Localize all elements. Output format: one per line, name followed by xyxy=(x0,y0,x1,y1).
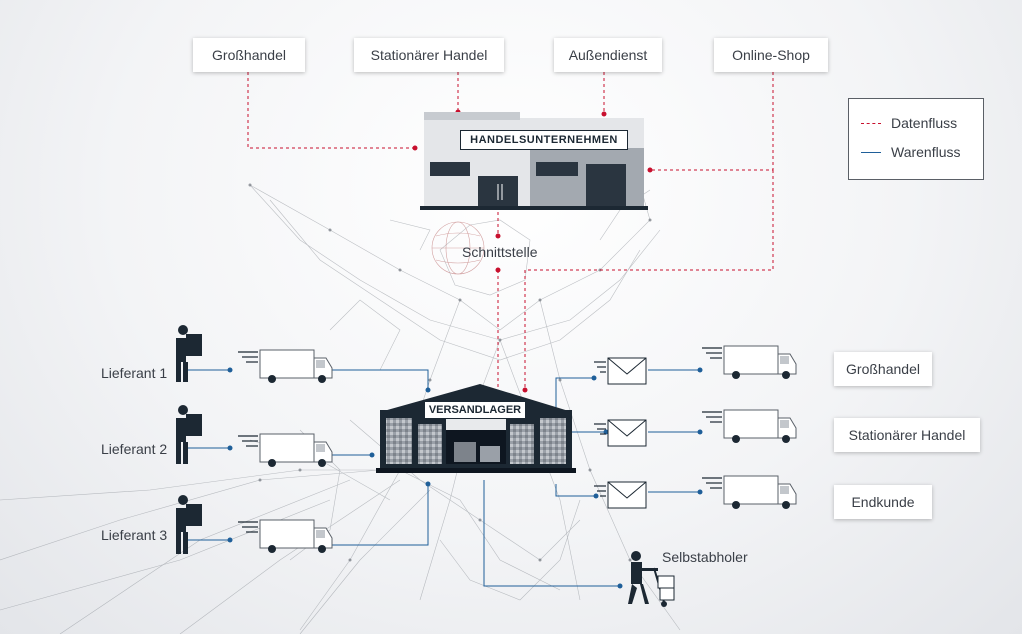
top-box-stationaerer-handel: Stationärer Handel xyxy=(354,38,504,72)
legend-label-data-flow: Datenfluss xyxy=(891,115,958,131)
supplier-person-icon xyxy=(176,405,202,464)
legend-label-goods-flow: Warenfluss xyxy=(891,144,961,160)
customer-van-icon xyxy=(702,345,797,379)
supplier-label: Lieferant 1 xyxy=(101,365,168,381)
interface-globe-icon xyxy=(431,221,485,275)
warehouse-building-icon xyxy=(376,384,576,473)
customer-van-icon xyxy=(702,475,797,509)
customer-box-stationaerer-handel: Stationärer Handel xyxy=(834,418,980,452)
goods-flow-lines xyxy=(185,369,700,587)
company-building-icon xyxy=(420,112,648,210)
envelope-icon xyxy=(594,419,647,447)
supplier-van-icon xyxy=(238,519,333,553)
warehouse-label: VERSANDLAGER xyxy=(424,401,526,419)
legend-swatch-goods-flow xyxy=(861,151,881,153)
pickup-person-icon xyxy=(628,551,675,607)
pickup-label: Selbstabholer xyxy=(662,549,748,565)
goods-flow-dots xyxy=(227,367,703,589)
supplier-label: Lieferant 3 xyxy=(101,527,168,543)
legend: Datenfluss Warenfluss xyxy=(848,98,984,180)
top-box-aussendienst: Außendienst xyxy=(554,38,662,72)
customer-van-icon xyxy=(702,409,797,443)
legend-item-goods-flow: Warenfluss xyxy=(861,144,961,160)
supplier-person-icon xyxy=(176,495,202,554)
supplier-van-icon xyxy=(238,349,333,383)
legend-swatch-data-flow xyxy=(861,122,881,124)
interface-label: Schnittstelle xyxy=(462,244,538,260)
customer-box-endkunde: Endkunde xyxy=(834,485,932,519)
supplier-label: Lieferant 2 xyxy=(101,441,168,457)
supplier-van-icon xyxy=(238,433,333,467)
supplier-person-icon xyxy=(176,325,202,382)
envelope-icon xyxy=(594,481,647,509)
customer-box-grosshandel: Großhandel xyxy=(834,352,932,386)
network-background xyxy=(0,184,681,634)
legend-item-data-flow: Datenfluss xyxy=(861,115,957,131)
company-label: HANDELSUNTERNEHMEN xyxy=(460,130,628,150)
top-box-online-shop: Online-Shop xyxy=(714,38,828,72)
top-box-grosshandel: Großhandel xyxy=(193,38,305,72)
envelope-icon xyxy=(594,357,647,385)
